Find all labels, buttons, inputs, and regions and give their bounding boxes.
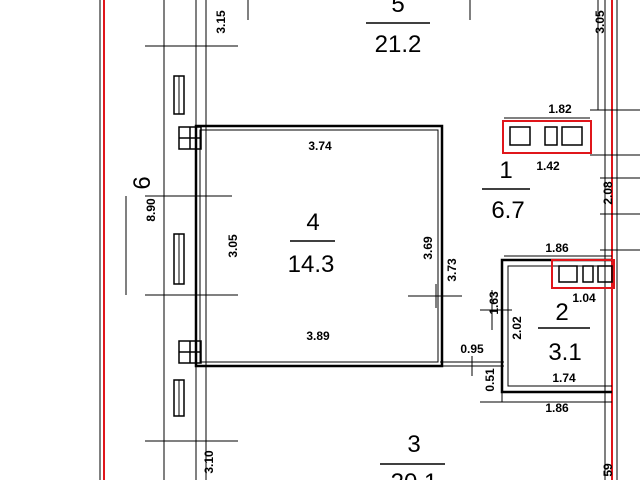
right-exterior-wall: [590, 0, 640, 480]
dim-window2-inner: 1.04: [572, 291, 596, 305]
room-2-walls: [480, 258, 612, 394]
dim-room4-right-outer: 3.73: [445, 258, 459, 282]
window-fixture-2: [551, 259, 615, 289]
room-5-number: 5: [391, 0, 404, 18]
dim-door-height: 1.63: [487, 291, 501, 315]
room-1-area: 6.7: [491, 197, 524, 224]
column-block-top: [178, 126, 202, 150]
room-2-area: 3.1: [548, 339, 581, 366]
dim-wall-mid-left: 3.05: [226, 234, 240, 258]
dim-wall-total-left: 8.90: [144, 198, 158, 222]
dim-right-mid: 2.08: [601, 181, 615, 205]
dim-room2-height: 2.02: [510, 316, 524, 340]
room-5-area: 21.2: [375, 31, 422, 58]
dim-wall-top-left: 3.15: [214, 10, 228, 34]
dim-window2-outer: 1.86: [545, 241, 569, 255]
room-4-walls: [194, 124, 462, 368]
room-1-number: 1: [499, 157, 512, 184]
dim-right-bottom: 59: [601, 463, 615, 477]
dim-room2-bottom-inner: 1.74: [552, 371, 576, 385]
left-exterior-wall: [125, 0, 238, 480]
axis-label: 6: [129, 176, 156, 189]
dim-gap: 0.95: [460, 342, 484, 356]
room-2-number: 2: [555, 299, 568, 326]
room-4-number: 4: [306, 209, 319, 236]
dim-window1-outer: 1.82: [548, 102, 572, 116]
dim-room4-bottom: 3.89: [306, 329, 330, 343]
room-4-area: 14.3: [288, 251, 335, 278]
dim-room2-bottom-outer: 1.86: [545, 401, 569, 415]
window-fixture-1: [502, 120, 592, 154]
dim-wall-bottom-left: 3.10: [202, 450, 216, 474]
column-block-bottom: [178, 340, 202, 364]
dim-room4-top: 3.74: [308, 139, 332, 153]
dim-window1-inner: 1.42: [536, 159, 560, 173]
room-3-area: 20.1: [391, 469, 438, 480]
room-3-number: 3: [407, 431, 420, 458]
dim-right-top: 3.05: [593, 10, 607, 34]
dim-gap-small: 0.51: [483, 368, 497, 392]
dim-room4-right-inner: 3.69: [421, 236, 435, 260]
